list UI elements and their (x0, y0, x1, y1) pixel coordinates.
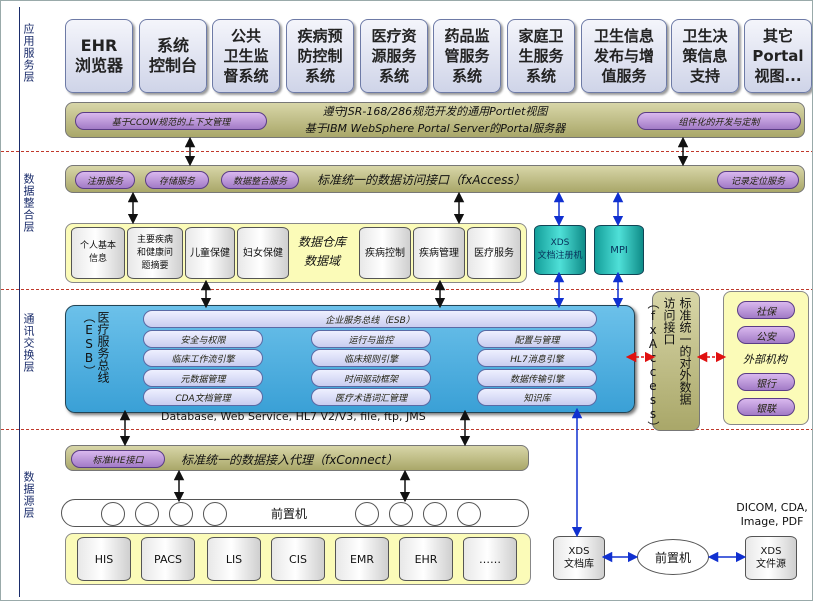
source-emr: EMR (335, 537, 389, 581)
app-console: 系统 控制台 (139, 19, 207, 93)
esb-knowledge-pill: 知识库 (477, 388, 597, 406)
layer-label-application: 应用服务层 (22, 23, 35, 83)
esb-side-label: 医疗服务总线 （ESB） (82, 311, 110, 383)
warehouse-disease-management: 疾病管理 (413, 227, 465, 279)
frontend-node (355, 502, 379, 526)
data-connect-title: 标准统一的数据接入代理（fxConnect） (181, 453, 398, 467)
esb-event-framework-pill: 时间驱动框架 (311, 369, 431, 387)
app-public-health: 公共 卫生监 督系统 (212, 19, 280, 93)
frontend-node (101, 502, 125, 526)
app-other-portal: 其它 Portal 视图... (744, 19, 812, 93)
source-pacs: PACS (141, 537, 195, 581)
registry-service-pill: 注册服务 (75, 171, 135, 189)
source-ehr: EHR (399, 537, 453, 581)
org-police: 公安 (737, 326, 795, 344)
warehouse-women-care: 妇女保健 (237, 227, 289, 279)
source-his: HIS (77, 537, 131, 581)
esb-data-transfer-pill: 数据传输引擎 (477, 369, 597, 387)
app-drug-supervision: 药品监 管服务 系统 (433, 19, 501, 93)
record-locator-pill: 记录定位服务 (717, 171, 799, 189)
esb-monitoring-pill: 运行与监控 (311, 330, 431, 348)
portal-line-2: 基于IBM WebSphere Portal Server的Portal服务器 (304, 122, 566, 135)
app-family-health: 家庭卫 生服务 系统 (507, 19, 575, 93)
warehouse-domain-label: 数据仓库 数据域 (297, 235, 346, 268)
esb-protocols: Database, Web Service, HL7 V2/V3, file, … (161, 410, 426, 423)
esb-terminology-pill: 医疗术语词汇管理 (311, 388, 431, 406)
layer-label-datasource: 数据源层 (22, 471, 35, 519)
warehouse-disease-summary: 主要疾病 和健康问 题摘要 (127, 227, 183, 279)
frontend-node (457, 502, 481, 526)
esb-security-pill: 安全与权限 (143, 330, 263, 348)
layer-divider (1, 429, 812, 430)
layer-label-integration: 数据整合层 (22, 173, 35, 233)
esb-clinical-rules-pill: 临床规则引擎 (311, 349, 431, 367)
app-ehr-browser: EHR 浏览器 (65, 19, 133, 93)
frontend-node (203, 502, 227, 526)
org-unionpay: 银联 (737, 398, 795, 416)
warehouse-medical-service: 医疗服务 (467, 227, 521, 279)
component-dev-pill: 组件化的开发与定制 (637, 112, 801, 130)
esb-cda-pill: CDA文档管理 (143, 388, 263, 406)
xds-repository: XDS 文档库 (553, 536, 605, 580)
app-decision-support: 卫生决 策信息 支持 (671, 19, 739, 93)
org-social-security: 社保 (737, 301, 795, 319)
esb-config-pill: 配置与管理 (477, 330, 597, 348)
esb-bus-pill: 企业服务总线（ESB） (143, 310, 597, 328)
external-access-label: 标准统一的对外数据 访问接口（fxAccess） (646, 297, 692, 433)
esb-clinical-workflow-pill: 临床工作流引擎 (143, 349, 263, 367)
frontend-label: 前置机 (271, 507, 308, 521)
frontend-node (389, 502, 413, 526)
layer-divider (1, 151, 812, 152)
xds-file-source: XDS 文件源 (745, 536, 797, 580)
frontend-processor-2-label: 前置机 (654, 551, 691, 565)
warehouse-child-care: 儿童保健 (185, 227, 235, 279)
org-external: 外部机构 (743, 353, 787, 366)
ihe-interface-pill: 标准IHE接口 (71, 450, 165, 468)
app-health-info-release: 卫生信息 发布与增 值服务 (581, 19, 667, 93)
source-lis: LIS (207, 537, 261, 581)
frontend-node (169, 502, 193, 526)
storage-service-pill: 存储服务 (145, 171, 209, 189)
data-access-title: 标准统一的数据访问接口（fxAccess） (317, 173, 526, 187)
layer-divider (1, 289, 812, 290)
layer-label-communication: 通讯交换层 (22, 313, 35, 373)
mpi-registry: MPI (594, 225, 644, 275)
frontend-node (423, 502, 447, 526)
esb-hl7-engine-pill: HL7消息引擎 (477, 349, 597, 367)
app-disease-control: 疾病预 防控制 系统 (286, 19, 354, 93)
source-more: …… (463, 537, 517, 581)
data-integration-pill: 数据整合服务 (221, 171, 299, 189)
warehouse-personal-info: 个人基本 信息 (71, 227, 125, 279)
ccow-context-pill: 基于CCOW规范的上下文管理 (75, 112, 267, 130)
esb-metadata-pill: 元数据管理 (143, 369, 263, 387)
org-bank: 银行 (737, 373, 795, 391)
source-cis: CIS (271, 537, 325, 581)
xds-registry: XDS 文档注册机 (534, 225, 586, 275)
file-formats-label: DICOM, CDA, Image, PDF (736, 501, 808, 528)
frontend-processor-2 (637, 539, 709, 575)
layer-axis (19, 7, 20, 597)
warehouse-disease-control: 疾病控制 (359, 227, 411, 279)
app-medical-resource: 医疗资 源服务 系统 (360, 19, 428, 93)
portal-line-1: 遵守JSR-168/286规范开发的通用Portlet视图 (322, 105, 548, 118)
frontend-node (135, 502, 159, 526)
